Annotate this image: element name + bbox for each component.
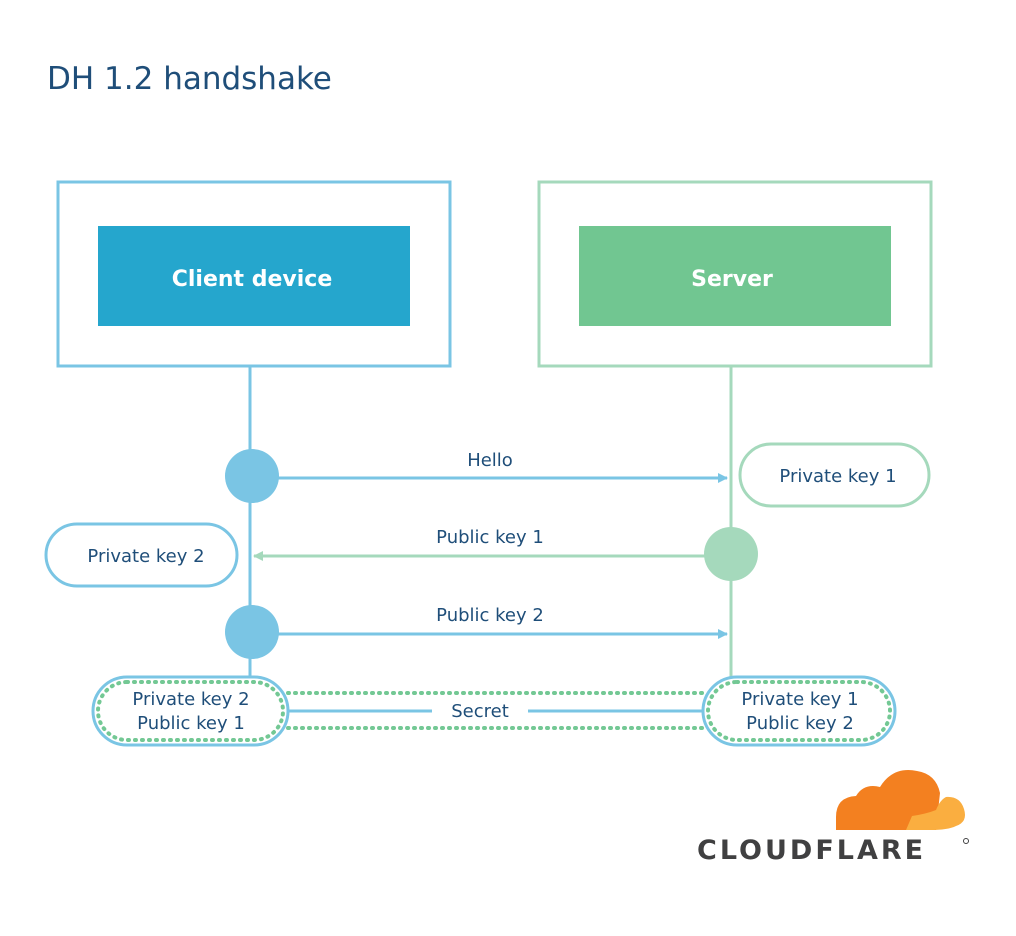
hello-label: Hello (467, 450, 513, 471)
server-result-line1: Private key 1 (741, 689, 858, 710)
server-label: Server (691, 267, 773, 292)
client-device-box: Client device (56, 180, 452, 368)
client-private-key-label: Private key 2 (87, 546, 204, 567)
client-result-pill: Private key 2 Public key 1 (91, 675, 290, 747)
client-device-label: Client device (172, 267, 333, 292)
server-private-key-label: Private key 1 (779, 466, 896, 487)
server-box: Server (537, 180, 933, 368)
server-result-line2: Public key 2 (746, 713, 854, 734)
public-key-2-label: Public key 2 (436, 605, 544, 626)
registered-mark-icon (963, 838, 969, 844)
client-result-line1: Private key 2 (132, 689, 249, 710)
cloudflare-logo: CLOUDFLARE (697, 770, 969, 866)
public-key-2-node (225, 605, 279, 659)
diagram-title: DH 1.2 handshake (47, 61, 332, 97)
public-key-1-label: Public key 1 (436, 527, 544, 548)
cloud-icon (836, 770, 965, 830)
server-result-pill: Private key 1 Public key 2 (701, 675, 897, 747)
hello-node (225, 449, 279, 503)
client-result-line2: Public key 1 (137, 713, 245, 734)
cloudflare-wordmark: CLOUDFLARE (697, 835, 926, 866)
client-private-key-pill: Private key 2 (44, 522, 239, 588)
public-key-1-node (704, 527, 758, 581)
secret-label: Secret (451, 701, 509, 722)
secret-connection: Secret (286, 691, 707, 730)
server-private-key-pill: Private key 1 (738, 442, 931, 508)
